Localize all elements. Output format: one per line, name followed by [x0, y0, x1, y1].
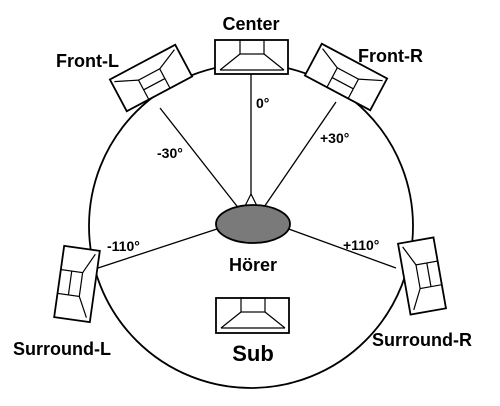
label-listener: Hörer — [229, 255, 277, 275]
angle-label-surround-left: -110° — [107, 238, 140, 254]
label-front-left: Front-L — [56, 51, 119, 71]
speaker-sub — [215, 297, 290, 334]
listener-head — [215, 204, 291, 244]
label-surround-right: Surround-R — [372, 330, 472, 350]
speaker-front-left — [108, 43, 194, 113]
angle-label-front-right: +30° — [320, 130, 349, 146]
angle-line-surround-left — [97, 227, 221, 269]
speaker-surround-right — [396, 236, 448, 316]
angle-label-center: 0° — [256, 95, 269, 111]
angle-line-surround-right — [285, 227, 397, 269]
speaker-center — [214, 39, 289, 75]
label-front-right: Front-R — [358, 46, 423, 66]
speaker-surround-left — [53, 244, 101, 324]
speaker-front-right — [303, 42, 389, 112]
angle-line-front-right — [261, 101, 337, 211]
angle-label-surround-right: +110° — [343, 237, 379, 253]
label-sub: Sub — [232, 341, 274, 366]
angle-label-front-left: -30° — [157, 145, 183, 161]
label-center: Center — [222, 14, 279, 34]
angle-line-front-left — [159, 107, 241, 211]
label-surround-left: Surround-L — [13, 339, 111, 359]
